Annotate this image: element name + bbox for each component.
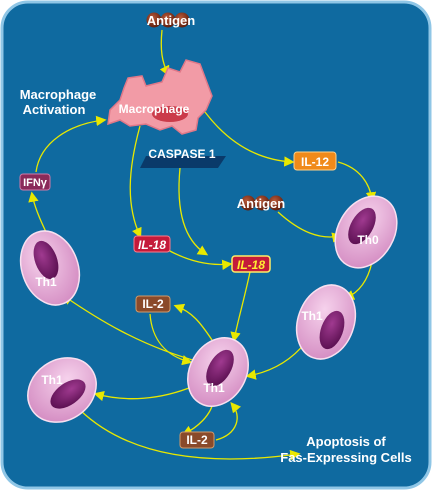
caspase-label: CASPASE 1 bbox=[148, 147, 215, 161]
macrophage-activation-line2: Activation bbox=[23, 102, 86, 117]
caspase-block: CASPASE 1 bbox=[140, 147, 226, 168]
th1-center-label: Th1 bbox=[203, 381, 225, 395]
il18-left-label: IL-18 bbox=[138, 238, 166, 252]
th1-left-cell: Th1 bbox=[19, 230, 81, 306]
macrophage-label: Macrophage bbox=[119, 102, 190, 116]
arrow-il18-to-il18 bbox=[167, 249, 233, 270]
antigen-top-label: Antigen bbox=[147, 13, 195, 28]
il12-label: IL-12 bbox=[301, 155, 329, 169]
il12-box: IL-12 bbox=[293, 151, 337, 171]
th1-center-cell: Th1 bbox=[187, 337, 249, 407]
ifn-label: IFNγ bbox=[23, 177, 48, 189]
arrow-caspase-to-il18 bbox=[178, 167, 209, 256]
arrow-il2-bottom-to-th1-center bbox=[215, 402, 241, 441]
il2-bottom-label: IL-2 bbox=[186, 433, 208, 447]
il2-bottom-box: IL-2 bbox=[179, 431, 215, 449]
th1-right-label: Th1 bbox=[301, 309, 323, 323]
macrophage-activation-line1: Macrophage bbox=[20, 87, 97, 102]
arrow-th1-center-to-il2 bbox=[173, 303, 213, 341]
il18-left-box: IL-18 bbox=[133, 235, 171, 253]
arrow-th1-center-to-th1-left bbox=[61, 294, 201, 363]
arrow-il2-to-th1-center bbox=[149, 313, 193, 366]
th1-bottom-left-label: Th1 bbox=[41, 373, 63, 387]
il18-right-label: IL-18 bbox=[237, 258, 265, 272]
il18-right-box: IL-18 bbox=[231, 255, 271, 273]
arrow-macrophage-to-il12 bbox=[204, 111, 295, 167]
apoptosis-line2: Fas-Expressing Cells bbox=[280, 450, 412, 465]
arrow-ifn-to-macrophage bbox=[35, 115, 107, 173]
th1-right-cell: Th1 bbox=[295, 284, 357, 360]
macrophage-cell: Macrophage bbox=[107, 59, 213, 135]
arrow-th1-center-to-th1-bottom-left bbox=[93, 385, 195, 402]
th1-bottom-left-cell: Th1 bbox=[27, 357, 97, 423]
arrow-th1-bottom-left-to-apoptosis bbox=[79, 409, 301, 461]
apoptosis-line1: Apoptosis of bbox=[306, 434, 386, 449]
arrow-macrophage-to-il18 bbox=[129, 125, 142, 239]
antigen-top: Antigen bbox=[146, 12, 195, 28]
il2-top-box: IL-2 bbox=[135, 295, 171, 313]
antigen-mid-label: Antigen bbox=[237, 196, 285, 211]
th0-label: Th0 bbox=[357, 233, 379, 247]
arrow-il18-to-th1-center bbox=[230, 271, 251, 343]
arrows bbox=[28, 29, 377, 461]
ifn-box: IFNγ bbox=[19, 173, 51, 191]
antigen-mid: Antigen bbox=[237, 195, 285, 211]
th1-left-label: Th1 bbox=[35, 275, 57, 289]
th0-cell: Th0 bbox=[334, 195, 398, 269]
il2-top-label: IL-2 bbox=[142, 297, 164, 311]
arrow-antigen-to-th0 bbox=[277, 211, 343, 243]
